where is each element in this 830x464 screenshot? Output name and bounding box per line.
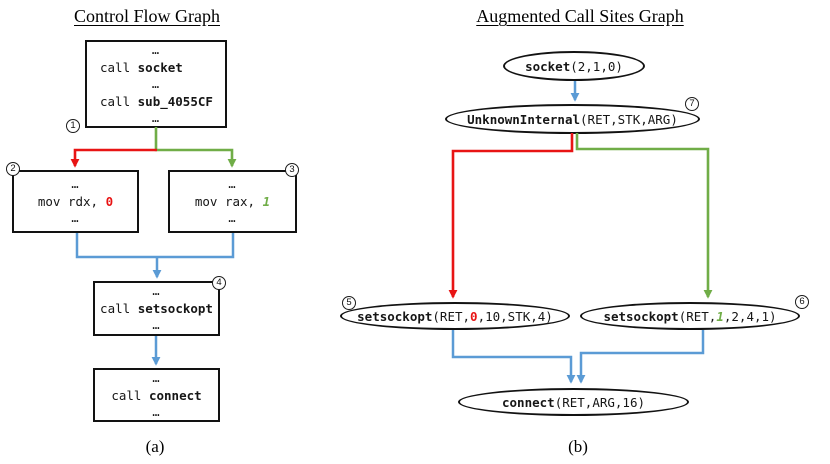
call-keyword: call — [100, 59, 138, 75]
code-ellipsis: … — [71, 177, 80, 191]
edge-acsg-right-connect — [576, 330, 705, 384]
code-ellipsis: … — [151, 76, 161, 91]
code-ellipsis: … — [152, 370, 161, 385]
edge-cfg-branch-red — [70, 148, 157, 168]
badge-4: 4 — [212, 276, 226, 290]
acsg-node-connect: connect(RET,ARG,16) — [458, 388, 689, 416]
edge-acsg-left-connect — [451, 330, 576, 384]
code-line-call-socket: call socket — [87, 59, 225, 76]
cfg-block-entry: … call socket … call sub_4055CF … — [85, 40, 227, 128]
function-args: (RET, — [678, 308, 717, 324]
cfg-block-rax1: … mov rax, 1 … — [168, 170, 297, 233]
code-line-call-sub: call sub_4055CF — [87, 93, 225, 110]
edge-cfg-merge-blue — [75, 233, 235, 259]
function-args: (RET, — [432, 308, 471, 324]
call-target: connect — [148, 387, 202, 403]
edge-acsg-red — [448, 133, 574, 299]
arg-zero: 0 — [470, 308, 478, 324]
call-target: setsockopt — [137, 301, 213, 316]
badge-3: 3 — [285, 163, 299, 177]
code-ellipsis: … — [152, 284, 161, 298]
edge-acsg-green — [575, 133, 713, 299]
function-name: setsockopt — [357, 308, 433, 324]
code-line-call-connect: call connect — [95, 387, 218, 404]
edge-cfg-branch-green — [154, 127, 237, 168]
acsg-node-socket: socket(2,1,0) — [503, 51, 645, 81]
arg-one: 1 — [716, 308, 724, 324]
code-ellipsis: … — [228, 211, 237, 225]
function-args: (RET,STK,ARG) — [580, 111, 678, 127]
call-keyword: call — [100, 93, 138, 109]
code-ellipsis: … — [152, 404, 161, 419]
caption-a: (a) — [145, 437, 165, 456]
call-target: socket — [137, 59, 183, 75]
call-keyword: call — [100, 301, 138, 316]
code-ellipsis: … — [151, 110, 161, 125]
code-line-mov-rdx: mov rdx, 0 — [14, 193, 137, 210]
function-args: (RET,ARG,16) — [554, 394, 645, 410]
function-name: connect — [502, 394, 555, 410]
call-keyword: call — [111, 387, 149, 403]
cfg-block-rdx0: … mov rdx, 0 … — [12, 170, 139, 233]
function-args: ,10,STK,4) — [477, 308, 553, 324]
caption-b: (b) — [568, 437, 588, 456]
mov-instruction: mov rax, — [194, 194, 263, 209]
call-target: sub_4055CF — [137, 93, 213, 109]
acsg-node-setsockopt-right: setsockopt(RET,1,2,4,1) — [580, 302, 800, 330]
code-line-mov-rax: mov rax, 1 — [170, 193, 295, 210]
acsg-node-setsockopt-left: setsockopt(RET,0,10,STK,4) — [340, 302, 570, 330]
mov-instruction: mov rdx, — [37, 194, 106, 209]
function-args: (2,1,0) — [570, 58, 623, 74]
badge-2: 2 — [6, 162, 20, 176]
badge-1: 1 — [66, 119, 80, 133]
function-args: ,2,4,1) — [723, 308, 777, 324]
badge-7: 7 — [685, 97, 699, 111]
code-ellipsis: … — [151, 42, 161, 57]
function-name: setsockopt — [603, 308, 679, 324]
code-ellipsis: … — [228, 177, 237, 191]
immediate-one: 1 — [262, 194, 271, 209]
code-ellipsis: … — [152, 318, 161, 332]
cfg-block-setsockopt: … call setsockopt … — [93, 281, 220, 336]
function-name: socket — [525, 58, 571, 74]
code-ellipsis: … — [71, 211, 80, 225]
acsg-node-unknowninternal: UnknownInternal(RET,STK,ARG) — [445, 104, 700, 134]
immediate-zero: 0 — [105, 194, 114, 209]
acsg-title: Augmented Call Sites Graph — [476, 6, 684, 26]
code-line-call-setsockopt: call setsockopt — [95, 300, 218, 317]
function-name: UnknownInternal — [467, 111, 581, 127]
cfg-block-connect: … call connect … — [93, 368, 220, 422]
cfg-title: Control Flow Graph — [74, 6, 220, 26]
badge-6: 6 — [795, 295, 809, 309]
badge-5: 5 — [342, 296, 356, 310]
